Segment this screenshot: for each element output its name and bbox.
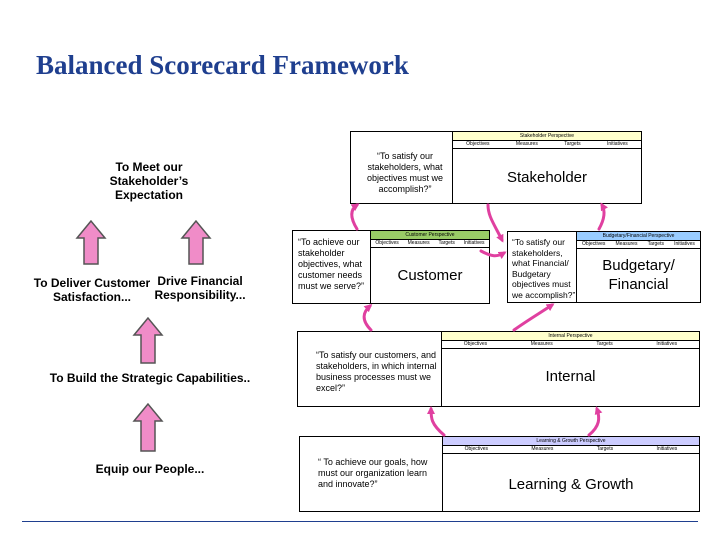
connector-customer-to-stakeholder [350,203,360,231]
internal-scorecard: Internal Perspective Objectives Measures… [441,332,699,406]
column-targets: Targets [438,240,455,246]
goal-strategic-capabilities: To Build the Strategic Capabilities.. [49,371,251,385]
internal-perspective-box: “To satisfy our customers, and stakehold… [297,331,700,407]
column-initiatives: Initiatives [656,446,678,452]
financial-header: Budgetary/Financial Perspective [577,232,700,241]
column-initiatives: Initiatives [606,141,628,147]
column-measures: Measures [531,446,554,452]
learning-question: “ To achieve our goals, how must our org… [318,457,428,489]
customer-columns: Objectives Measures Targets Initiatives [371,240,489,248]
connector-learning-to-internal [427,406,446,437]
financial-perspective-box: “To satisfy our stakeholders, what Finan… [507,231,701,303]
column-measures: Measures [530,341,553,347]
learning-columns: Objectives Measures Targets Initiatives [443,446,699,454]
stakeholder-name: Stakeholder [506,169,588,186]
up-arrow-icon [180,219,212,265]
customer-header: Customer Perspective [371,231,489,240]
customer-question: “To achieve our stakeholder objectives, … [298,237,365,291]
financial-columns: Objectives Measures Targets Initiatives [577,241,700,249]
column-targets: Targets [596,341,613,347]
learning-name: Learning & Growth [508,476,634,493]
column-objectives: Objectives [463,341,488,347]
column-initiatives: Initiatives [656,341,678,347]
stakeholder-columns: Objectives Measures Targets Initiatives [453,141,641,149]
page-title: Balanced Scorecard Framework [36,50,409,80]
up-arrow-icon [132,316,164,364]
goal-customer-satisfaction: To Deliver Customer Satisfaction... [33,276,151,304]
column-measures: Measures [515,141,538,147]
internal-header: Internal Perspective [442,332,699,341]
learning-scorecard: Learning & Growth Perspective Objectives… [442,437,699,511]
column-objectives: Objectives [466,141,490,147]
connector-customer-to-financial [479,249,507,259]
up-arrow-icon [75,219,107,265]
internal-columns: Objectives Measures Targets Initiatives [442,341,699,349]
stakeholder-header: Stakeholder Perspective [453,132,641,141]
customer-scorecard: Customer Perspective Objectives Measures… [370,231,489,303]
goal-equip-people: Equip our People... [95,462,205,476]
footer-divider [22,521,698,522]
financial-question: “To satisfy our stakeholders, what Finan… [512,237,576,300]
financial-name: Budgetary/ Financial [602,257,675,293]
connector-financial-to-stakeholder [597,202,608,231]
column-measures: Measures [615,241,638,247]
connector-internal-to-financial [512,303,555,332]
column-objectives: Objectives [375,240,399,246]
connector-stakeholder-to-financial [486,203,504,243]
learning-perspective-box: “ To achieve our goals, how must our org… [299,436,700,512]
connector-internal-to-customer [362,304,373,332]
stakeholder-question: “To satisfy our stakeholders, what objec… [366,151,444,194]
column-initiatives: Initiatives [463,240,485,246]
customer-name: Customer [397,267,463,284]
column-targets: Targets [596,446,614,452]
customer-perspective-box: “To achieve our stakeholder objectives, … [292,230,490,304]
up-arrow-icon [132,402,164,452]
goal-stakeholder-expectation: To Meet our Stakeholder’s Expectation [109,160,189,202]
learning-header: Learning & Growth Perspective [443,437,699,446]
column-initiatives: Initiatives [674,241,695,247]
column-objectives: Objectives [582,241,606,247]
goal-financial-responsibility: Drive Financial Responsibility... [154,274,246,302]
financial-scorecard: Budgetary/Financial Perspective Objectiv… [576,232,700,302]
internal-name: Internal [545,368,596,385]
connector-learning-to-internal-right [587,406,603,437]
stakeholder-perspective-box: “To satisfy our stakeholders, what objec… [350,131,642,204]
column-objectives: Objectives [464,446,489,452]
stakeholder-scorecard: Stakeholder Perspective Objectives Measu… [452,132,641,203]
column-measures: Measures [407,240,430,246]
column-targets: Targets [647,241,664,247]
internal-question: “To satisfy our customers, and stakehold… [316,350,437,393]
column-targets: Targets [564,141,581,147]
